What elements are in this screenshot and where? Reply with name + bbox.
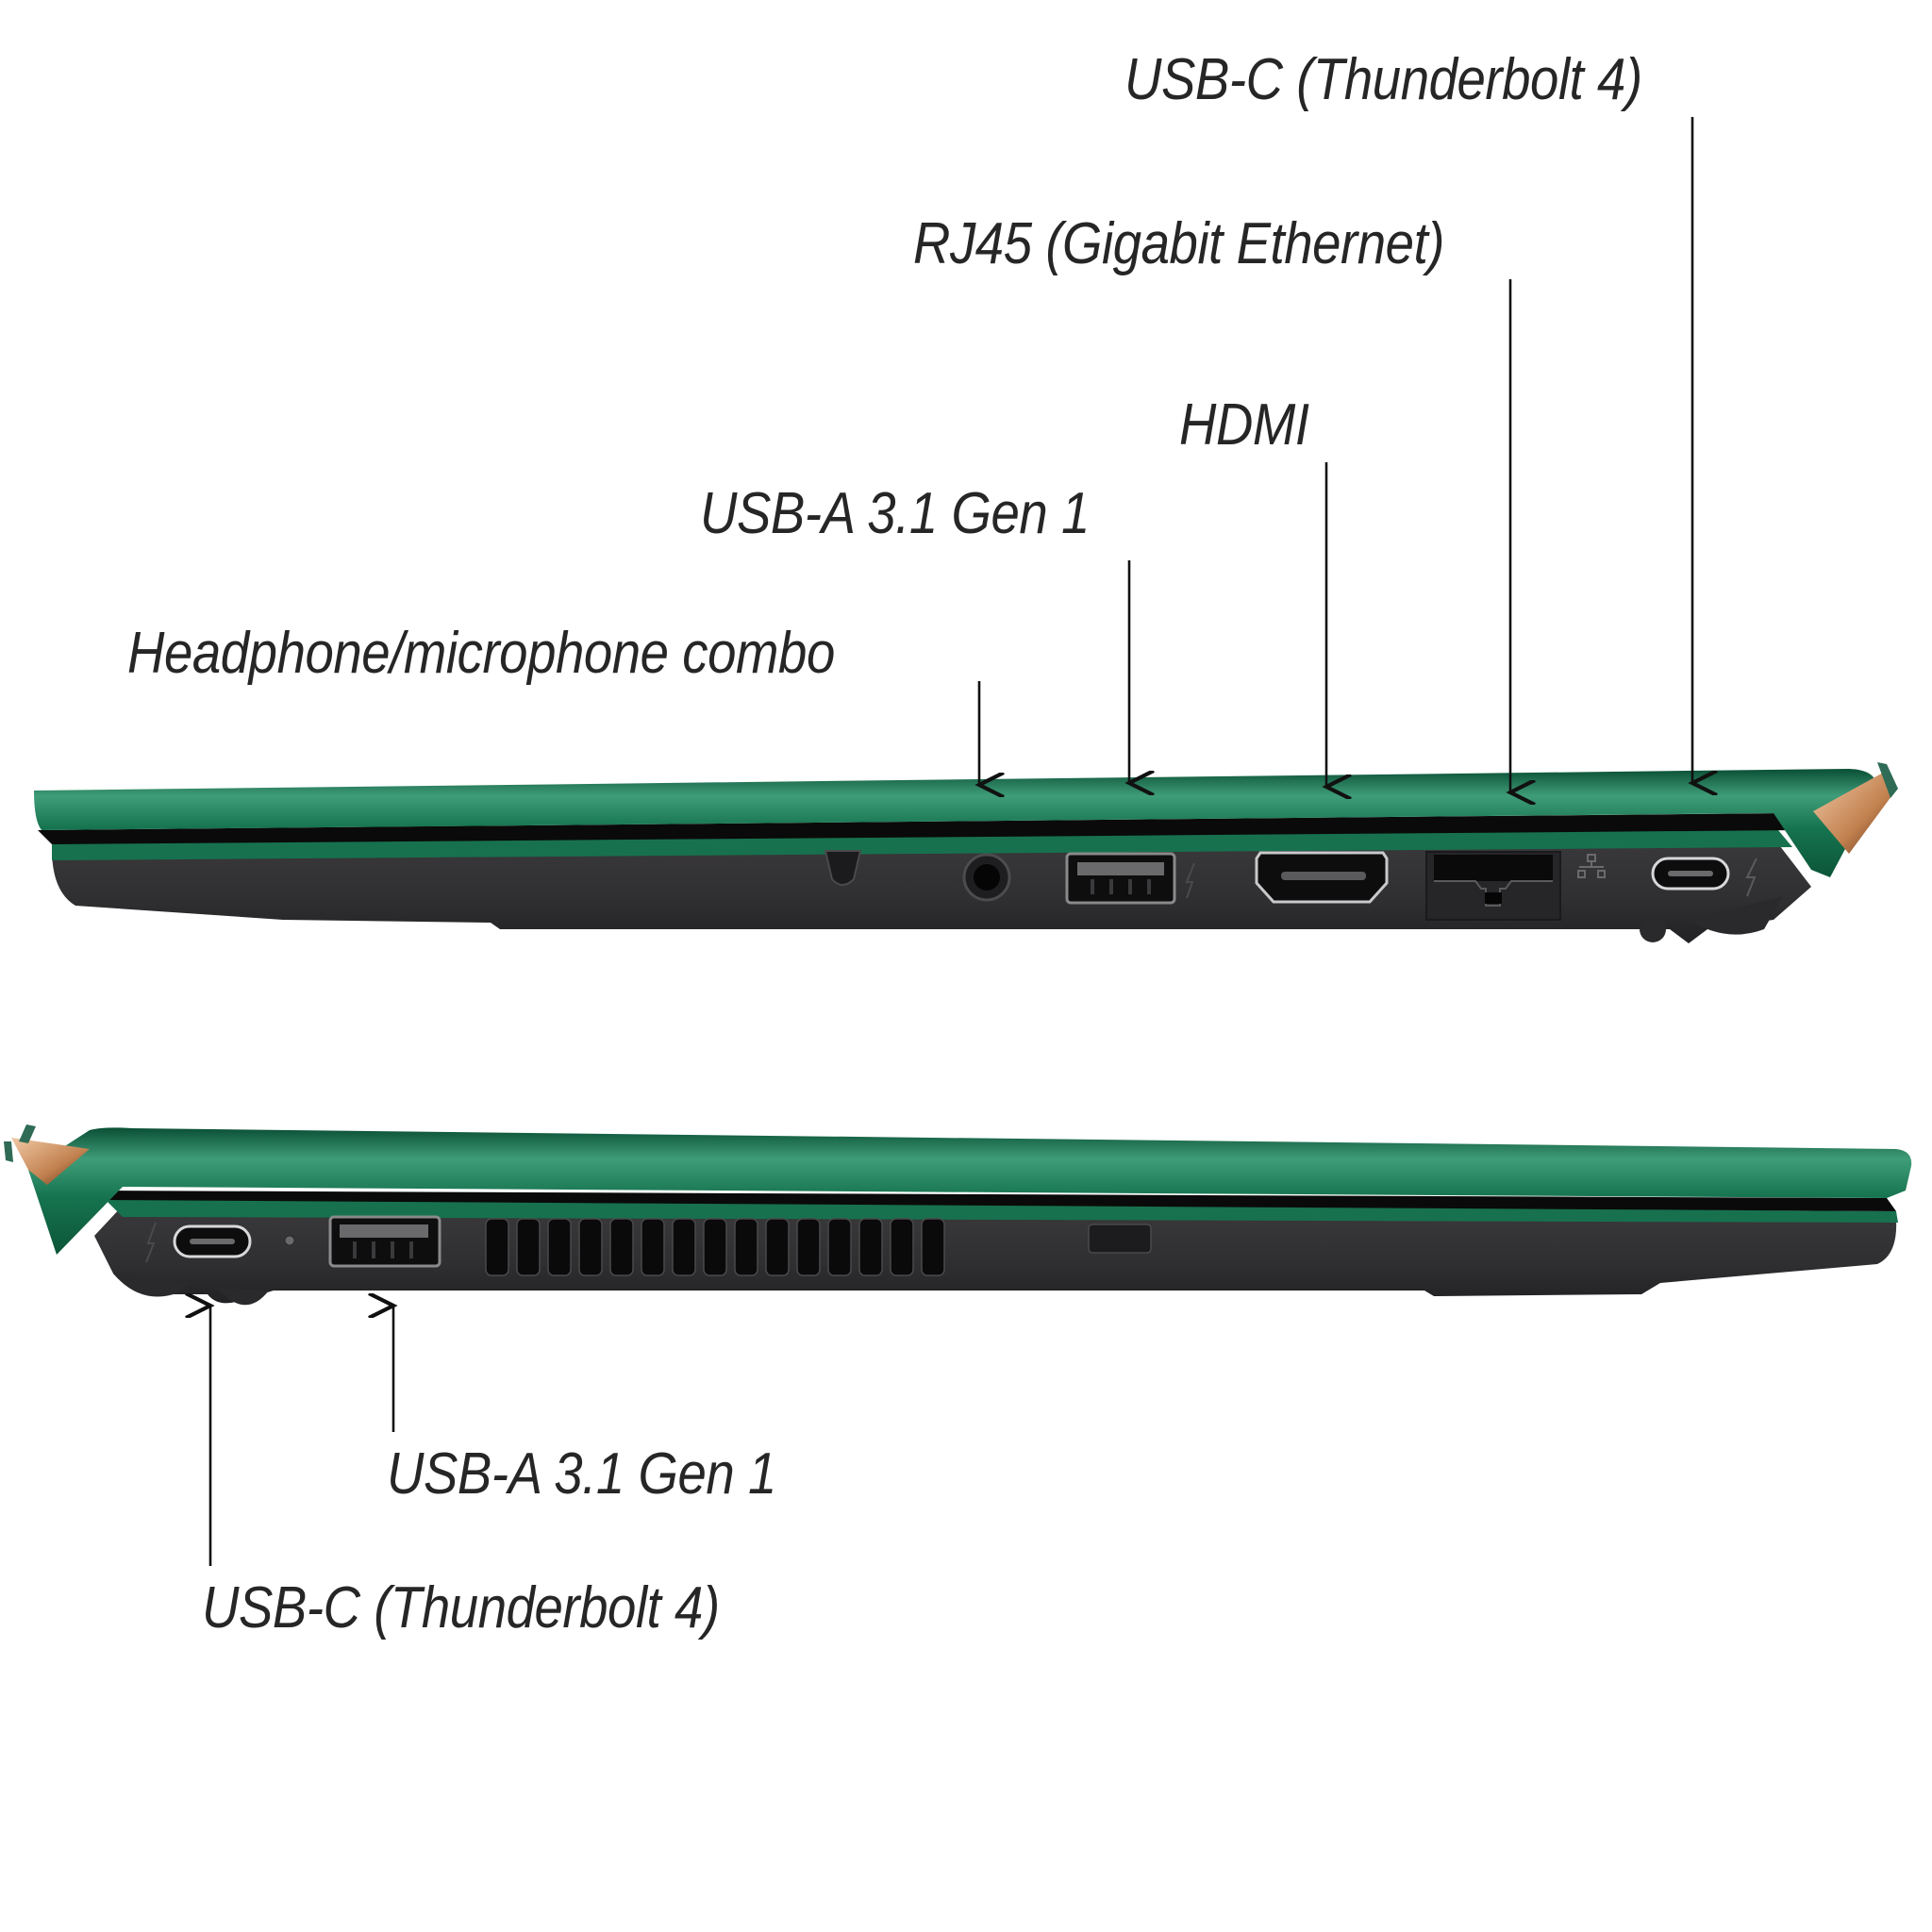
usb-a-port-left bbox=[328, 1215, 441, 1268]
hdmi-port bbox=[1255, 851, 1389, 904]
thunderbolt-icon bbox=[1745, 858, 1757, 897]
foot bbox=[1640, 916, 1666, 942]
hinge-copper bbox=[11, 1138, 90, 1185]
usb-c-port-left bbox=[173, 1224, 252, 1258]
callout-arrows-right-side bbox=[979, 117, 1692, 792]
laptop-right-side bbox=[34, 762, 1898, 943]
label-usb-a-right: USB-A 3.1 Gen 1 bbox=[700, 481, 1090, 546]
label-headphone-combo: Headphone/microphone combo bbox=[127, 621, 835, 686]
laptop-left-side bbox=[4, 1124, 1912, 1306]
usb-a-port-right bbox=[1065, 852, 1176, 905]
hinge-copper bbox=[1813, 772, 1894, 854]
network-icon bbox=[1577, 854, 1606, 878]
label-rj45: RJ45 (Gigabit Ethernet) bbox=[913, 211, 1445, 276]
lid-notch bbox=[824, 850, 862, 886]
thunderbolt-icon bbox=[145, 1222, 157, 1263]
headphone-jack bbox=[962, 853, 1011, 902]
status-led bbox=[284, 1235, 295, 1246]
label-hdmi: HDMI bbox=[1179, 392, 1309, 458]
security-slot bbox=[1088, 1224, 1152, 1254]
usb-c-port-right bbox=[1651, 857, 1730, 891]
air-vent bbox=[485, 1218, 945, 1276]
callout-arrows-left-side bbox=[210, 1306, 393, 1566]
rj45-port bbox=[1425, 851, 1561, 921]
thunderbolt-icon bbox=[1185, 862, 1195, 899]
label-usb-a-left: USB-A 3.1 Gen 1 bbox=[387, 1441, 776, 1507]
label-usb-c-right: USB-C (Thunderbolt 4) bbox=[1124, 47, 1642, 112]
label-usb-c-left: USB-C (Thunderbolt 4) bbox=[202, 1575, 720, 1641]
